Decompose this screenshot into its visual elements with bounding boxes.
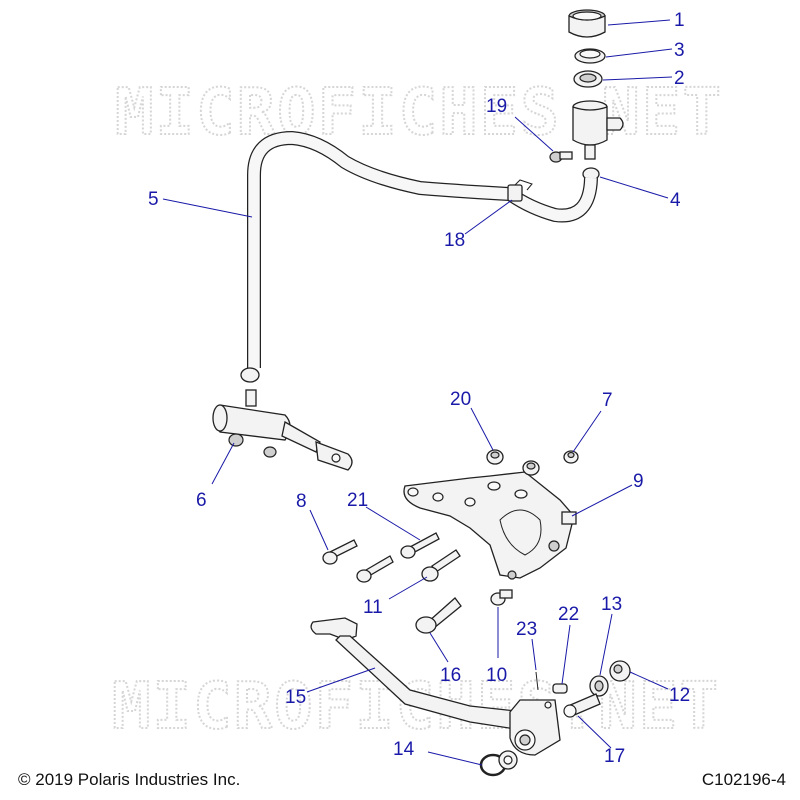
callout-5: 5 (148, 189, 159, 210)
callout-19: 19 (486, 96, 507, 117)
callout-16: 16 (440, 665, 461, 686)
leader-lines (162, 19, 673, 766)
pedal-bracket (403, 471, 577, 580)
reservoir-screw (549, 151, 573, 163)
fluid-reservoir (572, 100, 624, 160)
watermark-top: MICROFICHES.NET (115, 76, 723, 150)
callout-12: 12 (669, 685, 690, 706)
callout-10: 10 (486, 665, 507, 686)
master-cylinder (212, 389, 353, 471)
bolt-8 (322, 539, 358, 565)
return-spring-pin (535, 671, 539, 691)
callout-9: 9 (633, 471, 644, 492)
callout-20: 20 (450, 389, 471, 410)
bushing-13 (589, 675, 609, 697)
retaining-ring-14 (479, 750, 518, 777)
callout-4: 4 (670, 190, 681, 211)
bracket-nut-20 (486, 449, 504, 465)
drawing-number: C102196-4 (701, 770, 786, 789)
reservoir-ring (573, 70, 603, 88)
callout-2: 2 (674, 68, 685, 89)
callout-labels: 1 3 2 4 5 6 7 8 9 10 11 12 13 14 15 16 1… (148, 10, 690, 767)
hose-bracket-clip (507, 179, 533, 202)
callout-18: 18 (444, 230, 465, 251)
lower-hose-clamp (240, 367, 260, 383)
callout-6: 6 (196, 490, 207, 511)
bolt-16 (415, 597, 462, 634)
bolt-10 (490, 589, 513, 606)
copyright-notice: © 2019 Polaris Industries Inc. (18, 770, 241, 789)
callout-13: 13 (601, 594, 622, 615)
callout-8: 8 (296, 491, 307, 512)
bracket-nut-center (522, 460, 540, 476)
bolt-11 (421, 549, 461, 582)
cap-diaphragm (574, 48, 606, 64)
callout-22: 22 (558, 604, 579, 625)
bushing-12 (609, 660, 631, 682)
bracket-nut-7 (563, 450, 579, 464)
reservoir-cap (568, 9, 606, 38)
clutch-hose (247, 131, 598, 368)
callout-3: 3 (674, 40, 685, 61)
callout-11: 11 (363, 597, 383, 618)
callout-15: 15 (285, 687, 306, 708)
clutch-pedal (310, 617, 561, 756)
callout-21: 21 (347, 490, 368, 511)
pedal-clip-22 (552, 683, 568, 694)
bolt-21a (356, 555, 394, 583)
callout-14: 14 (393, 739, 415, 760)
callout-17: 17 (604, 746, 625, 767)
bolt-21b (400, 532, 440, 559)
callout-7: 7 (602, 390, 613, 411)
pivot-pin-17 (563, 693, 601, 718)
callout-23: 23 (516, 619, 537, 640)
callout-1: 1 (674, 10, 685, 31)
